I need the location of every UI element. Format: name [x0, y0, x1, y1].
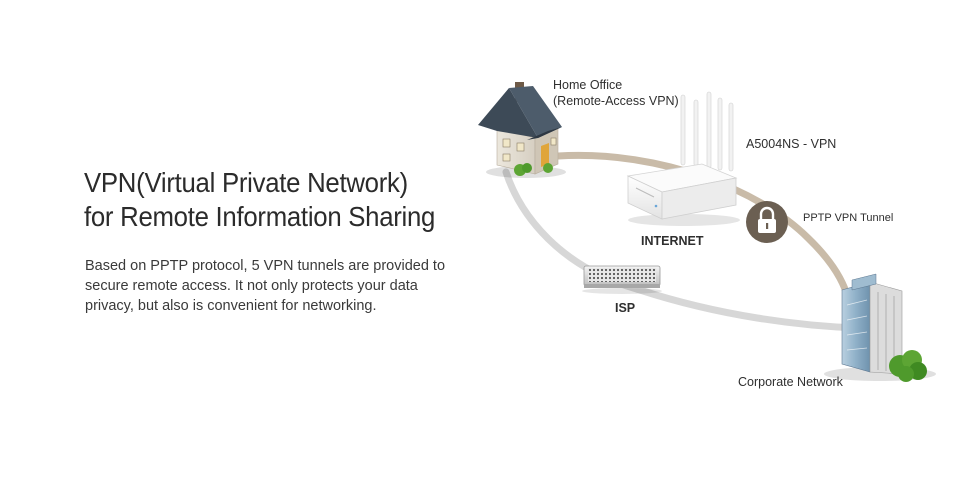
house-icon: [478, 82, 566, 178]
router-label: A5004NS - VPN: [746, 137, 836, 151]
heading-line-1: VPN(Virtual Private Network): [84, 167, 408, 198]
feature-description: Based on PPTP protocol, 5 VPN tunnels ar…: [85, 258, 446, 314]
home-office-label-line-1: Home Office: [553, 78, 622, 92]
home-office-label-line-2: (Remote-Access VPN): [553, 94, 679, 108]
tunnel-label: PPTP VPN Tunnel: [803, 212, 893, 224]
router-icon: [626, 91, 740, 226]
corporate-network-label: Corporate Network: [738, 375, 844, 389]
isp-device-icon: [582, 265, 662, 294]
isp-label: ISP: [615, 301, 635, 315]
isp-connection-path: [502, 168, 862, 332]
internet-label: INTERNET: [641, 234, 704, 248]
padlock-icon: [746, 201, 788, 243]
page-heading: VPN(Virtual Private Network) for Remote …: [84, 166, 435, 234]
heading-line-2: for Remote Information Sharing: [84, 201, 436, 232]
office-building-icon: [824, 273, 936, 382]
